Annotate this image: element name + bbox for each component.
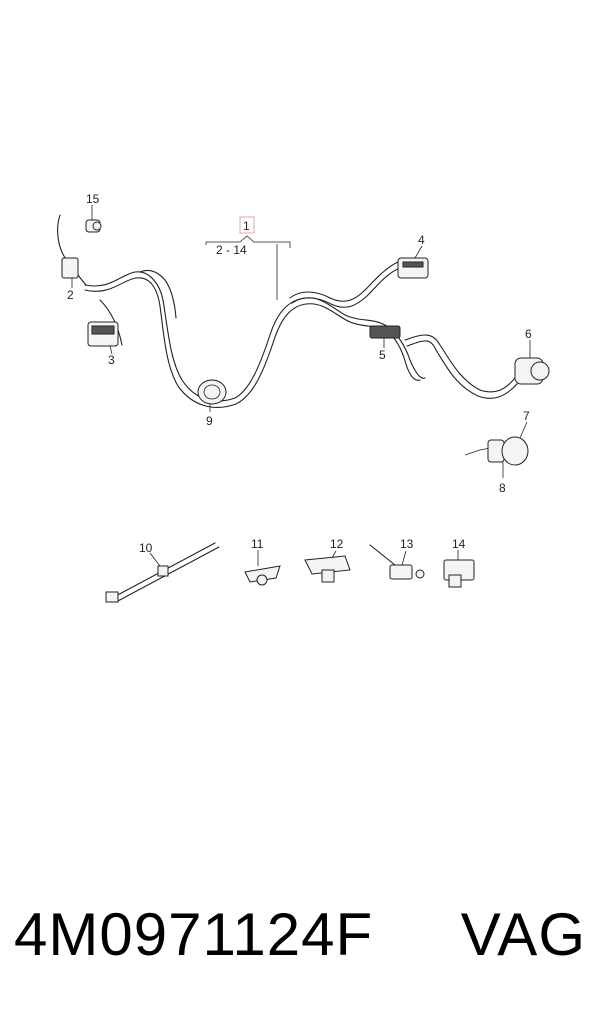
callout-15: 15 [86, 192, 100, 206]
branch-upper [139, 269, 177, 319]
bulb-7 [501, 436, 529, 466]
clip-11-pin [256, 574, 268, 586]
brand-label: VAG [460, 901, 586, 968]
branch-to-3 [99, 299, 123, 346]
cable-tie-10-clip [157, 565, 169, 577]
leader-3 [109, 345, 113, 355]
callout-10: 10 [139, 541, 153, 555]
clip-11 [244, 565, 281, 583]
callout-8: 8 [499, 481, 506, 495]
sensor-15-tip [92, 221, 102, 231]
leader-7 [519, 421, 528, 439]
callout-14: 14 [452, 537, 466, 551]
callout-11: 11 [251, 537, 264, 551]
callout-4: 4 [418, 233, 425, 247]
callout-13: 13 [400, 537, 414, 551]
cable-tie-10-head [105, 591, 119, 603]
group-range: 2 - 14 [216, 243, 247, 257]
connector-4-face [402, 261, 424, 268]
group-label-box [239, 216, 255, 234]
branch-to-4b [291, 267, 401, 308]
grommet-9 [197, 379, 227, 405]
branch-to-6a [404, 334, 516, 393]
clip-12 [304, 555, 351, 575]
connector-4 [397, 257, 429, 279]
leader-4 [414, 245, 423, 259]
harness-trunk-b [84, 277, 421, 408]
callout-5: 5 [379, 348, 386, 362]
clip-12-base [321, 569, 335, 583]
leader-12 [331, 550, 337, 559]
wiring-harness-diagram: 1 2 - 14 [57, 192, 550, 603]
branch-to-4a [289, 261, 399, 302]
holder-13 [389, 564, 413, 580]
callout-7: 7 [523, 409, 530, 423]
group-label: 1 [243, 219, 250, 233]
bulb-lead [464, 447, 491, 456]
grommet-9-inner [203, 384, 221, 400]
callout-2: 2 [67, 288, 74, 302]
part-number: 4M0971124F [14, 901, 374, 968]
connector-5 [369, 325, 401, 339]
callout-6: 6 [525, 327, 532, 341]
holder-13-rod [369, 544, 396, 566]
leader-13 [401, 550, 407, 566]
callout-9: 9 [206, 414, 213, 428]
callout-3: 3 [108, 353, 115, 367]
clip-14-foot [448, 574, 462, 588]
branch-to-6b [406, 340, 518, 399]
connector-3-face [91, 325, 115, 335]
sensor-6-face [530, 361, 550, 381]
callout-12: 12 [330, 537, 344, 551]
connector-2 [61, 257, 79, 279]
leader-10 [149, 552, 161, 567]
holder-13-screw [415, 569, 425, 579]
diagram-canvas: 1 2 - 14 [57, 192, 550, 603]
group-bracket [205, 235, 291, 248]
footer: 4M0971124F VAG [0, 890, 600, 980]
